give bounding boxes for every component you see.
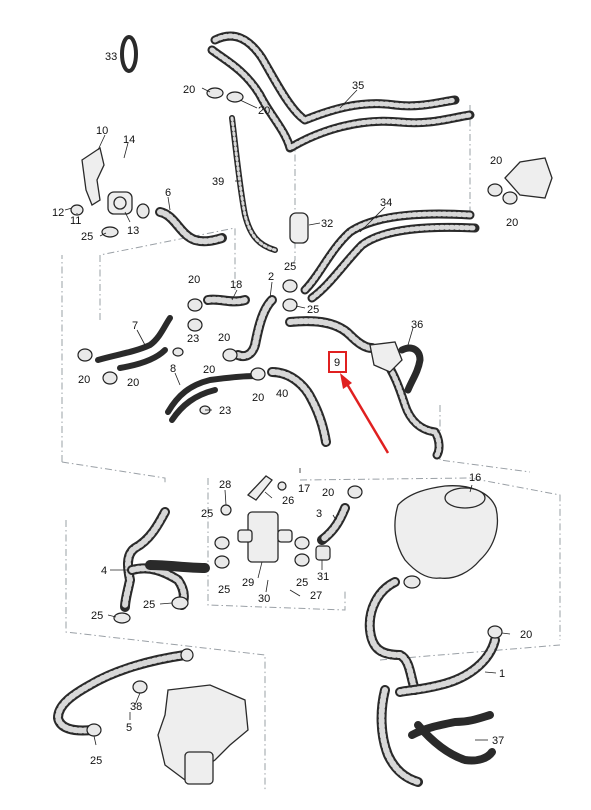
- label-20: 20: [78, 374, 90, 386]
- label-25: 25: [81, 231, 93, 243]
- hose-clamps: [70, 87, 518, 737]
- label-25: 25: [90, 755, 102, 767]
- label-20: 20: [258, 105, 270, 117]
- label-20: 20: [218, 332, 230, 344]
- hoses: [53, 31, 500, 787]
- label-36: 36: [411, 319, 423, 331]
- label-26: 26: [282, 495, 294, 507]
- label-18: 18: [230, 279, 242, 291]
- tank-cap: [444, 487, 486, 509]
- label-5: 5: [126, 722, 132, 734]
- label-8: 8: [170, 363, 176, 375]
- label-25: 25: [91, 610, 103, 622]
- label-27: 27: [310, 590, 322, 602]
- label-33: 33: [105, 51, 117, 63]
- label-31: 31: [317, 571, 329, 583]
- label-12: 12: [52, 207, 64, 219]
- label-25: 25: [307, 304, 319, 316]
- expansion-tank-16: [394, 485, 499, 579]
- seal-ring-33: [120, 35, 138, 73]
- label-34: 34: [380, 197, 392, 209]
- label-29: 29: [242, 577, 254, 589]
- label-25: 25: [143, 599, 155, 611]
- label-39: 39: [212, 176, 224, 188]
- pipe-8-b: [169, 387, 218, 423]
- pipe-39: [229, 115, 278, 253]
- highlight-marker: [328, 351, 390, 454]
- bracket-10: [81, 146, 105, 206]
- label-20: 20: [188, 274, 200, 286]
- label-25: 25: [296, 577, 308, 589]
- label-20: 20: [127, 377, 139, 389]
- label-14: 14: [123, 134, 135, 146]
- label-2: 2: [268, 271, 274, 283]
- pipe-35-lower: [207, 45, 475, 153]
- boot-right: [504, 157, 553, 199]
- label-20: 20: [490, 155, 502, 167]
- label-3: 3: [316, 508, 322, 520]
- pipe-8: [165, 373, 258, 415]
- label-7: 7: [132, 320, 138, 332]
- label-13: 13: [127, 225, 139, 237]
- pump-unit-38: [157, 684, 249, 781]
- label-16: 16: [469, 472, 481, 484]
- label-10: 10: [96, 125, 108, 137]
- label-28: 28: [219, 479, 231, 491]
- bracket-26: [246, 475, 273, 501]
- pipe-7: [95, 315, 173, 363]
- label-38: 38: [130, 701, 142, 713]
- label-25: 25: [284, 261, 296, 273]
- label-23: 23: [187, 333, 199, 345]
- label-35: 35: [352, 80, 364, 92]
- label-30: 30: [258, 593, 270, 605]
- label-40: 40: [276, 388, 288, 400]
- label-20: 20: [520, 629, 532, 641]
- label-1: 1: [499, 668, 505, 680]
- label-11: 11: [70, 215, 81, 227]
- label-25: 25: [218, 584, 230, 596]
- label-20: 20: [203, 364, 215, 376]
- hose-4-c: [145, 560, 210, 573]
- leader-lines: [64, 87, 511, 746]
- label-25: 25: [201, 508, 213, 520]
- pipe-7-b: [117, 347, 168, 371]
- pipe-34-b: [307, 222, 480, 303]
- highlight-box: [328, 351, 347, 373]
- highlight-arrow-head: [340, 373, 352, 389]
- label-23: 23: [219, 405, 231, 417]
- label-32: 32: [321, 218, 333, 230]
- label-20: 20: [183, 84, 195, 96]
- part-labels: 33 35 20 20 10 14 12 11 13 6 25 39 32 34…: [52, 51, 532, 767]
- label-17: 17: [298, 483, 310, 495]
- pipe-36-branch: [398, 344, 424, 394]
- assembly-frames: [61, 105, 561, 790]
- label-20: 20: [506, 217, 518, 229]
- seal-32: [289, 212, 309, 244]
- label-9: 9: [334, 357, 340, 369]
- label-6: 6: [165, 187, 171, 199]
- components: [81, 146, 553, 785]
- pipe-37-b: [414, 721, 496, 765]
- label-37: 37: [492, 735, 504, 747]
- housing-36: [369, 341, 403, 373]
- highlight-arrow-shaft: [345, 383, 390, 454]
- label-20: 20: [322, 487, 334, 499]
- label-4: 4: [101, 565, 107, 577]
- label-20: 20: [252, 392, 264, 404]
